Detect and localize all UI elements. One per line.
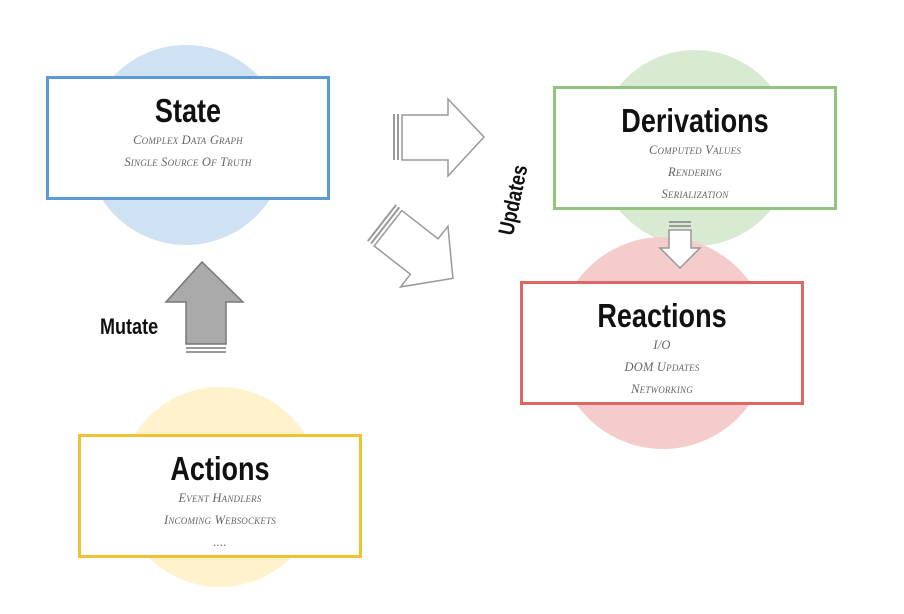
derivations-title: Derivations [621, 102, 769, 139]
derivations-line: Serialization [661, 187, 729, 201]
state-box: State Complex Data Graph Single Source O… [46, 76, 330, 200]
actions-box: Actions Event Handlers Incoming Websocke… [78, 434, 362, 558]
reactions-line: Networking [631, 382, 693, 396]
reactions-box: Reactions I/O DOM Updates Networking [520, 281, 804, 405]
actions-line: Incoming Websockets [163, 513, 276, 527]
reactions-line: I/O [653, 338, 671, 352]
actions-line: .... [213, 535, 227, 549]
mutate-label: Mutate [100, 314, 159, 339]
derivations-to-reactions-arrow [658, 221, 702, 270]
state-line: Complex Data Graph [133, 133, 243, 147]
derivations-line: Rendering [668, 165, 722, 179]
reactions-title: Reactions [597, 297, 727, 334]
state-to-derivations-arrow [393, 97, 486, 178]
actions-line: Event Handlers [178, 491, 262, 505]
derivations-line: Computed Values [648, 143, 742, 157]
actions-title: Actions [170, 450, 270, 487]
derivations-box: Derivations Computed Values Rendering Se… [553, 86, 837, 210]
state-to-reactions-arrow [367, 204, 454, 288]
state-title: State [154, 92, 222, 129]
mutate-arrow [164, 260, 245, 353]
reactions-line: DOM Updates [624, 360, 700, 374]
state-line: Single Source Of Truth [124, 155, 252, 169]
